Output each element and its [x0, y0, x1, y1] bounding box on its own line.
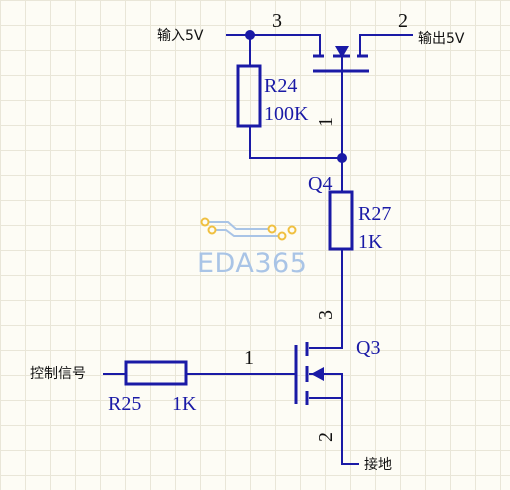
q4-ref: Q4: [308, 173, 332, 195]
label-control-signal: 控制信号: [30, 366, 86, 382]
label-ground: 接地: [364, 456, 392, 473]
r27-resistor: [328, 190, 354, 251]
q4-pin-gate: 1: [315, 117, 337, 127]
r27-value: 1K: [358, 231, 383, 253]
label-input-5v: 输入5V: [157, 28, 204, 44]
r24-resistor: [236, 64, 262, 128]
q3-pin-source: 2: [315, 432, 337, 442]
q3-mosfet: [294, 342, 343, 465]
r25-value: 1K: [172, 393, 197, 415]
r25-ref: R25: [108, 393, 141, 415]
eda365-watermark-text: EDA365: [197, 248, 307, 279]
r25-resistor: [124, 360, 188, 386]
r27-ref: R27: [358, 203, 391, 225]
q4-pin-drain: 2: [398, 10, 408, 32]
q3-pin-drain: 3: [315, 310, 337, 320]
r24-ref: R24: [264, 75, 297, 97]
junction-gate: [337, 153, 347, 163]
pcb-trace-icon: [200, 217, 297, 241]
q3-ref: Q3: [356, 337, 380, 359]
q3-pin-gate: 1: [244, 347, 254, 369]
q4-mosfet: [313, 34, 369, 73]
eda365-logo: EDA365: [197, 217, 307, 279]
label-output-5v: 输出5V: [418, 31, 465, 47]
q4-pin-source: 3: [272, 10, 282, 32]
r24-value: 100K: [264, 103, 309, 125]
